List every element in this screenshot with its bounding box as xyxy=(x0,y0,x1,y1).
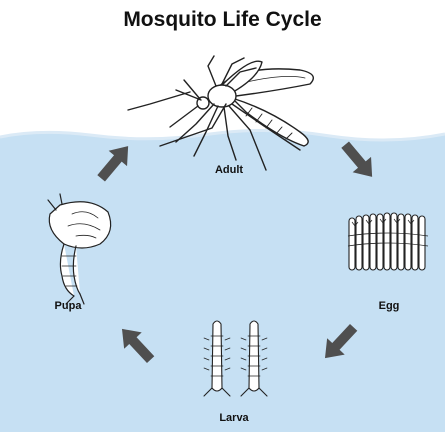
stage-label-adult: Adult xyxy=(215,164,243,176)
page-title: Mosquito Life Cycle xyxy=(0,8,445,32)
egg-raft-illustration xyxy=(348,213,428,270)
stage-label-larva: Larva xyxy=(219,412,248,424)
stage-label-egg: Egg xyxy=(379,300,400,312)
stage-label-pupa: Pupa xyxy=(55,300,82,312)
